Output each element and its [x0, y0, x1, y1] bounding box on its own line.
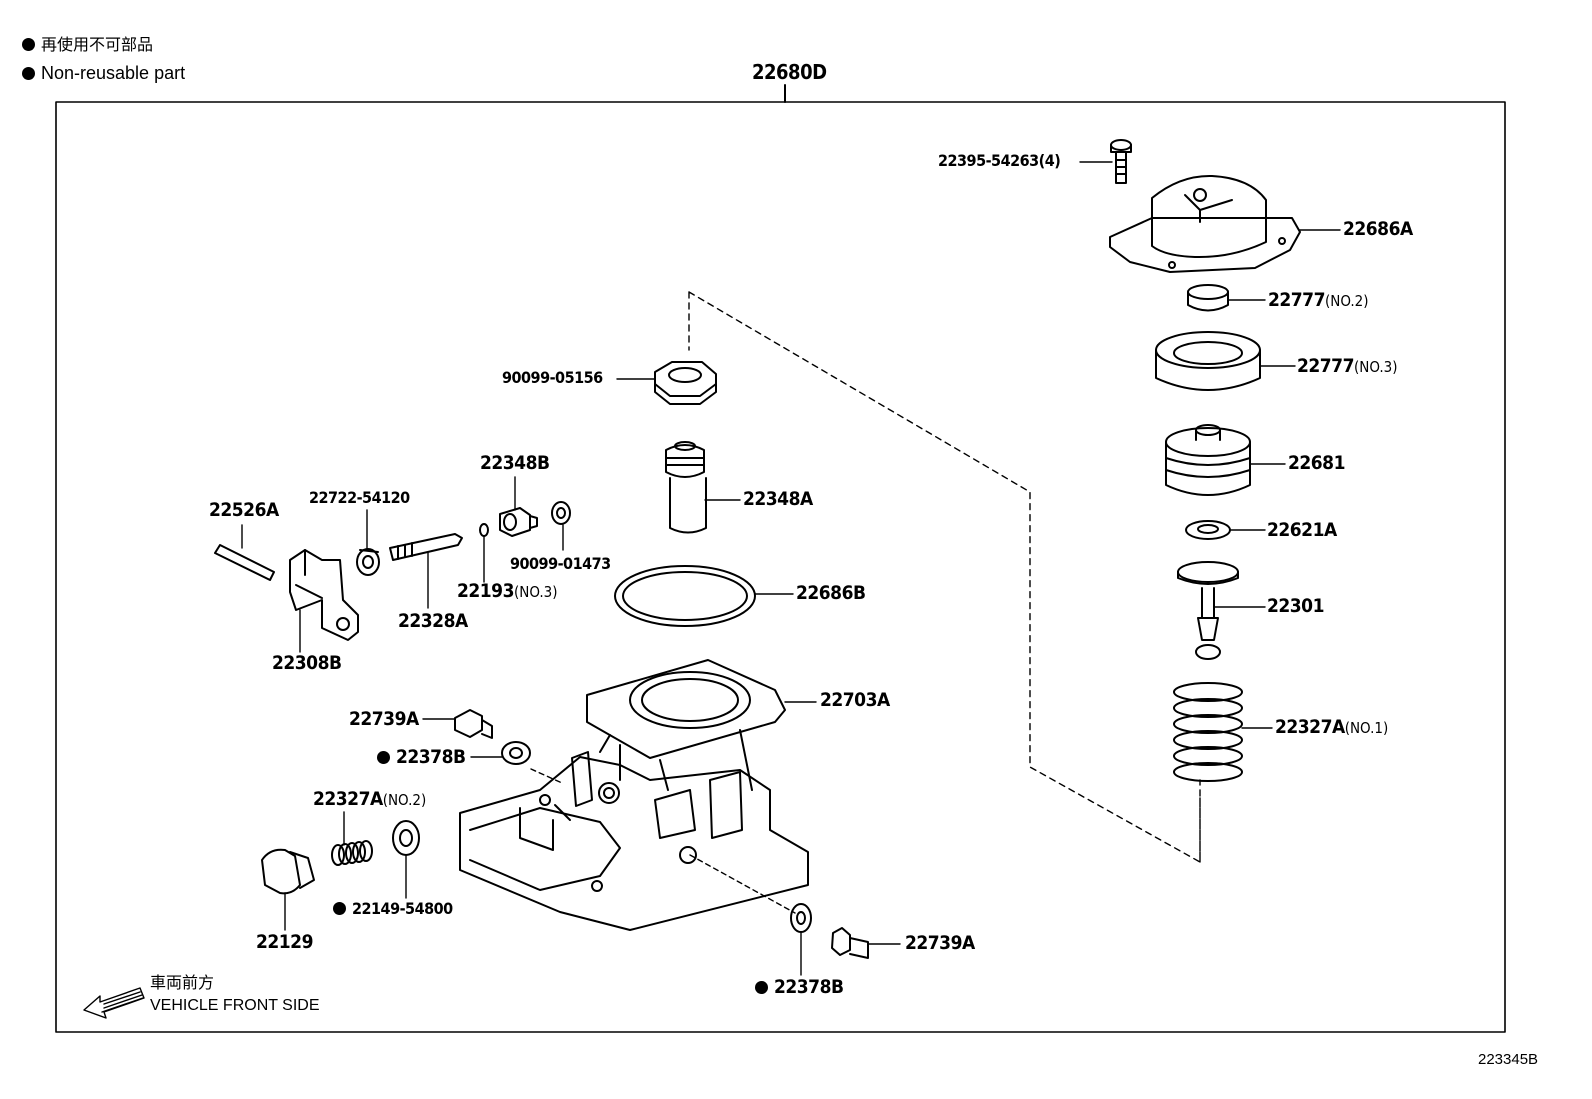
label-22378B-upper: 22378B — [377, 748, 466, 767]
oring-22193-icon — [479, 523, 489, 537]
label-22327A-no1: 22327A(NO.1) — [1275, 716, 1389, 738]
non-reusable-bullet-icon — [755, 981, 768, 994]
label-22739A-lower: 22739A — [905, 932, 975, 954]
label-22526A: 22526A — [209, 499, 279, 521]
label-22686A: 22686A — [1343, 218, 1413, 240]
assembly-guide-dashed — [688, 291, 1201, 863]
label-22777-no3: 22777(NO.3) — [1297, 355, 1398, 377]
legend-jp-text: 再使用不可部品 — [41, 37, 154, 54]
oring-22686B-icon — [614, 565, 756, 627]
label-22193-no3: 22193(NO.3) — [457, 580, 558, 602]
shaft-22328A-icon — [389, 533, 463, 561]
label-22327A-no2: 22327A(NO.2) — [313, 788, 427, 810]
screw-22722-54120-icon — [356, 548, 380, 576]
label-22739A-upper: 22739A — [349, 708, 419, 730]
screw-22395-icon — [1110, 139, 1132, 184]
cylinder-22777-no2-icon — [1187, 284, 1229, 312]
label-22395: 22395-54263(4) — [938, 151, 1061, 170]
dashed-22378B-1 — [530, 768, 563, 784]
label-22722-54120: 22722-54120 — [309, 488, 410, 507]
label-22621A: 22621A — [1267, 519, 1337, 541]
non-reusable-bullet-icon — [377, 751, 390, 764]
nut-90099-05156-icon — [654, 361, 717, 405]
label-22301: 22301 — [1267, 595, 1324, 617]
front-arrow-icon — [83, 987, 145, 1019]
label-22681: 22681 — [1288, 452, 1345, 474]
plug-22129-icon — [261, 848, 315, 895]
non-reusable-bullet-icon — [333, 902, 346, 915]
label-22378B-lower: 22378B — [755, 978, 844, 997]
spring-22327A-no2-icon — [331, 840, 373, 866]
cover-22686A-icon — [1109, 174, 1301, 273]
bolt-22739A-lower-icon — [831, 927, 869, 959]
label-22328A: 22328A — [398, 610, 468, 632]
leader-lines — [241, 161, 1341, 976]
spring-22327A-no1-icon — [1173, 682, 1243, 782]
pin-22526A-icon — [214, 544, 275, 581]
assembly-frame — [55, 101, 1506, 1033]
label-22129: 22129 — [256, 931, 313, 953]
housing-22703A-icon — [459, 659, 809, 931]
front-side-en: VEHICLE FRONT SIDE — [150, 997, 320, 1014]
washer-22621A-icon — [1185, 520, 1231, 540]
fitting-22348A-icon — [665, 441, 707, 534]
washer-22378B-upper-icon — [501, 741, 531, 765]
label-22348A: 22348A — [743, 488, 813, 510]
non-reusable-bullet-icon — [22, 67, 35, 80]
label-22777-no2: 22777(NO.2) — [1268, 289, 1369, 311]
spring-seat-22681-icon — [1165, 424, 1251, 496]
dashed-22378B-2 — [689, 854, 796, 914]
label-22149-54800: 22149-54800 — [333, 901, 453, 917]
front-side-jp: 車両前方 — [150, 975, 215, 992]
legend-en-text: Non-reusable part — [41, 63, 186, 83]
label-90099-05156: 90099-05156 — [502, 368, 603, 387]
washer-22149-54800-icon — [392, 820, 420, 856]
non-reusable-bullet-icon — [22, 38, 35, 51]
legend-en: Non-reusable part — [22, 64, 185, 82]
ring-22777-no3-icon — [1155, 331, 1261, 391]
assembly-label: 22680D — [752, 60, 827, 84]
legend-jp: 再使用不可部品 — [22, 38, 153, 54]
washer-22378B-lower-icon — [790, 903, 812, 933]
label-22308B: 22308B — [272, 652, 342, 674]
label-90099-01473: 90099-01473 — [510, 554, 611, 573]
label-22703A: 22703A — [820, 689, 890, 711]
label-22686B: 22686B — [796, 582, 866, 604]
bolt-22739A-upper-icon — [454, 709, 493, 739]
figure-id: 223345B — [1478, 1051, 1539, 1068]
label-22348B: 22348B — [480, 452, 550, 474]
washer-90099-01473-icon — [551, 501, 571, 525]
bracket-22308B-icon — [289, 549, 359, 641]
valve-22301-icon — [1177, 561, 1239, 660]
fitting-22348B-icon — [499, 507, 538, 537]
